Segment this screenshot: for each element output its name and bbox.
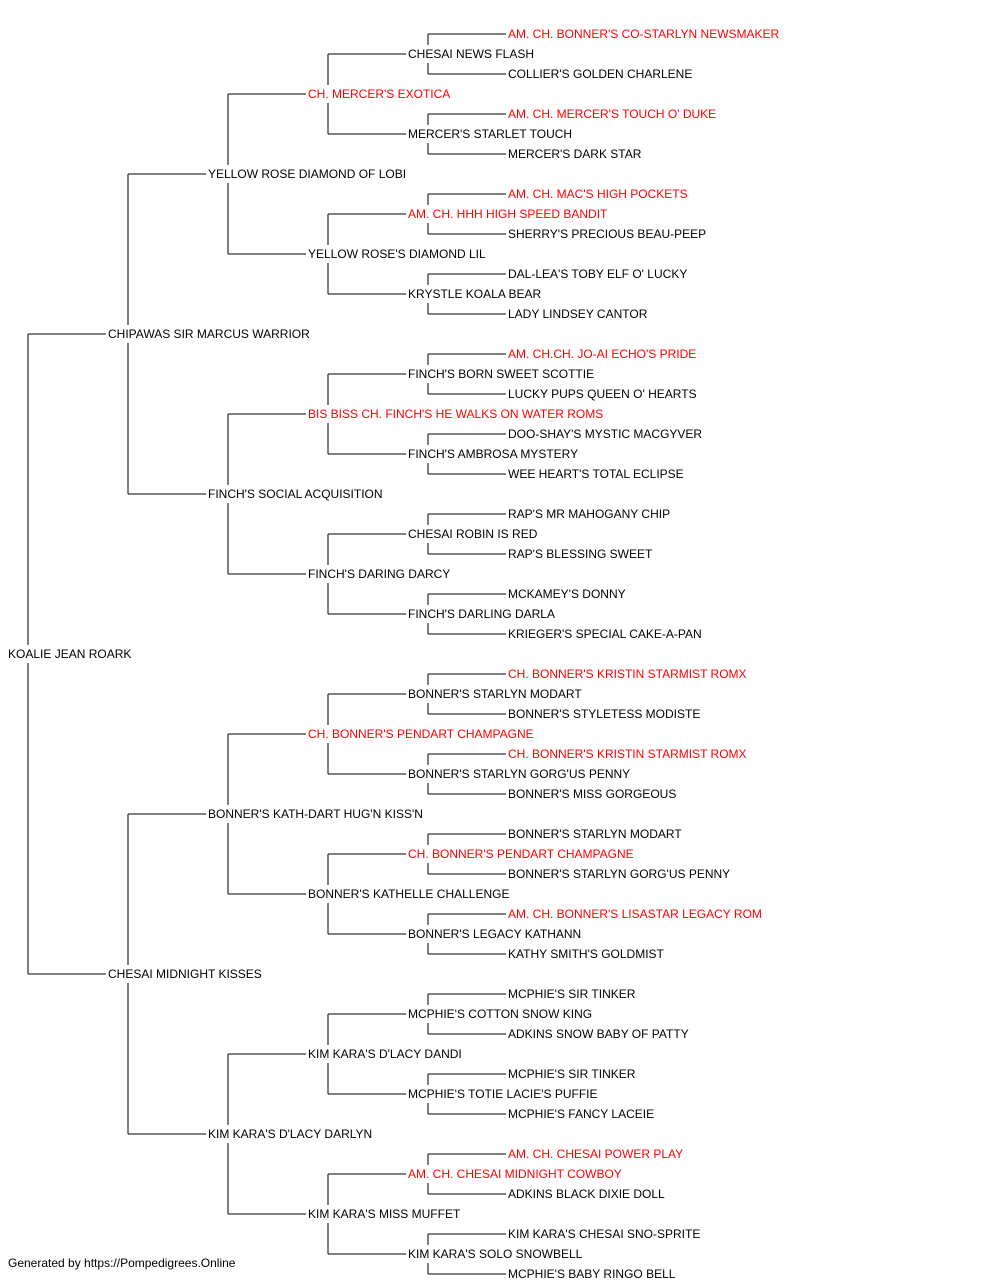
sire-name-gen5: MCPHIE'S SIR TINKER (508, 1067, 636, 1081)
sire-name-gen5: DAL-LEA'S TOBY ELF O' LUCKY (508, 267, 687, 281)
dam-name-gen4: FINCH'S AMBROSA MYSTERY (408, 447, 578, 461)
dam-name-gen5: MCPHIE'S BABY RINGO BELL (508, 1267, 676, 1280)
sire-name-gen3: KIM KARA'S D'LACY DANDI (308, 1047, 462, 1061)
sire-name-gen2: YELLOW ROSE DIAMOND OF LOBI (208, 167, 406, 181)
dam-name-gen2: FINCH'S SOCIAL ACQUISITION (208, 487, 383, 501)
dam-name-gen5: KATHY SMITH'S GOLDMIST (508, 947, 665, 961)
dam-name-gen4: BONNER'S LEGACY KATHANN (408, 927, 581, 941)
sire-name-gen5: BONNER'S STARLYN MODART (508, 827, 682, 841)
sire-name-gen5: MCPHIE'S SIR TINKER (508, 987, 636, 1001)
dam-name-gen4: KIM KARA'S SOLO SNOWBELL (408, 1247, 583, 1261)
dam-name-gen5: RAP'S BLESSING SWEET (508, 547, 653, 561)
dam-name-gen2: KIM KARA'S D'LACY DARLYN (208, 1127, 372, 1141)
sire-name-gen3: CH. BONNER'S PENDART CHAMPAGNE (308, 727, 534, 741)
dam-name-gen5: SHERRY'S PRECIOUS BEAU-PEEP (508, 227, 706, 241)
sire-name-gen3: BIS BISS CH. FINCH'S HE WALKS ON WATER R… (308, 407, 603, 421)
sire-name-gen5: RAP'S MR MAHOGANY CHIP (508, 507, 670, 521)
sire-name-gen5: DOO-SHAY'S MYSTIC MACGYVER (508, 427, 702, 441)
dam-name-gen5: BONNER'S STYLETESS MODISTE (508, 707, 700, 721)
dam-name-gen5: COLLIER'S GOLDEN CHARLENE (508, 67, 692, 81)
dam-name-gen5: BONNER'S STARLYN GORG'US PENNY (508, 867, 730, 881)
sire-name-gen5: AM. CH. CHESAI POWER PLAY (508, 1147, 683, 1161)
sire-name-gen5: AM. CH. BONNER'S CO-STARLYN NEWSMAKER (508, 27, 780, 41)
dam-name-gen5: WEE HEART'S TOTAL ECLIPSE (508, 467, 684, 481)
dam-name-gen4: BONNER'S STARLYN GORG'US PENNY (408, 767, 630, 781)
dam-name-gen3: FINCH'S DARING DARCY (308, 567, 450, 581)
sire-name-gen3: CH. MERCER'S EXOTICA (308, 87, 450, 101)
dam-name-gen5: LADY LINDSEY CANTOR (508, 307, 648, 321)
sire-name-gen5: KIM KARA'S CHESAI SNO-SPRITE (508, 1227, 700, 1241)
sire-name-gen5: AM. CH. MERCER'S TOUCH O' DUKE (508, 107, 716, 121)
sire-name-gen4: AM. CH. HHH HIGH SPEED BANDIT (408, 207, 608, 221)
sire-name-gen5: AM. CH.CH. JO-AI ECHO'S PRIDE (508, 347, 696, 361)
generator-footer: Generated by https://Pompedigrees.Online (8, 1256, 236, 1270)
dam-name-gen5: ADKINS BLACK DIXIE DOLL (508, 1187, 665, 1201)
sire-name-gen4: CHESAI NEWS FLASH (408, 47, 534, 61)
dam-name-gen5: LUCKY PUPS QUEEN O' HEARTS (508, 387, 697, 401)
sire-name-gen5: AM. CH. MAC'S HIGH POCKETS (508, 187, 688, 201)
dam-name-gen4: MERCER'S STARLET TOUCH (408, 127, 572, 141)
subject-name-gen0: KOALIE JEAN ROARK (8, 647, 131, 661)
sire-name-gen4: CH. BONNER'S PENDART CHAMPAGNE (408, 847, 634, 861)
sire-name-gen4: AM. CH. CHESAI MIDNIGHT COWBOY (408, 1167, 622, 1181)
dam-name-gen4: MCPHIE'S TOTIE LACIE'S PUFFIE (408, 1087, 598, 1101)
dam-name-gen5: MCPHIE'S FANCY LACEIE (508, 1107, 654, 1121)
dam-name-gen5: MERCER'S DARK STAR (508, 147, 642, 161)
dam-name-gen5: KRIEGER'S SPECIAL CAKE-A-PAN (508, 627, 702, 641)
sire-name-gen5: CH. BONNER'S KRISTIN STARMIST ROMX (508, 667, 747, 681)
sire-name-gen1: CHIPAWAS SIR MARCUS WARRIOR (108, 327, 310, 341)
sire-name-gen5: CH. BONNER'S KRISTIN STARMIST ROMX (508, 747, 747, 761)
dam-name-gen3: YELLOW ROSE'S DIAMOND LIL (308, 247, 486, 261)
dam-name-gen4: KRYSTLE KOALA BEAR (408, 287, 542, 301)
sire-name-gen4: BONNER'S STARLYN MODART (408, 687, 582, 701)
dam-name-gen1: CHESAI MIDNIGHT KISSES (108, 967, 262, 981)
sire-name-gen4: CHESAI ROBIN IS RED (408, 527, 538, 541)
sire-name-gen4: MCPHIE'S COTTON SNOW KING (408, 1007, 592, 1021)
dam-name-gen3: KIM KARA'S MISS MUFFET (308, 1207, 461, 1221)
sire-name-gen4: FINCH'S BORN SWEET SCOTTIE (408, 367, 594, 381)
dam-name-gen4: FINCH'S DARLING DARLA (408, 607, 555, 621)
sire-name-gen2: BONNER'S KATH-DART HUG'N KISS'N (208, 807, 423, 821)
dam-name-gen5: BONNER'S MISS GORGEOUS (508, 787, 676, 801)
dam-name-gen3: BONNER'S KATHELLE CHALLENGE (308, 887, 509, 901)
sire-name-gen5: MCKAMEY'S DONNY (508, 587, 626, 601)
dam-name-gen5: ADKINS SNOW BABY OF PATTY (508, 1027, 689, 1041)
sire-name-gen5: AM. CH. BONNER'S LISASTAR LEGACY ROM (508, 907, 762, 921)
